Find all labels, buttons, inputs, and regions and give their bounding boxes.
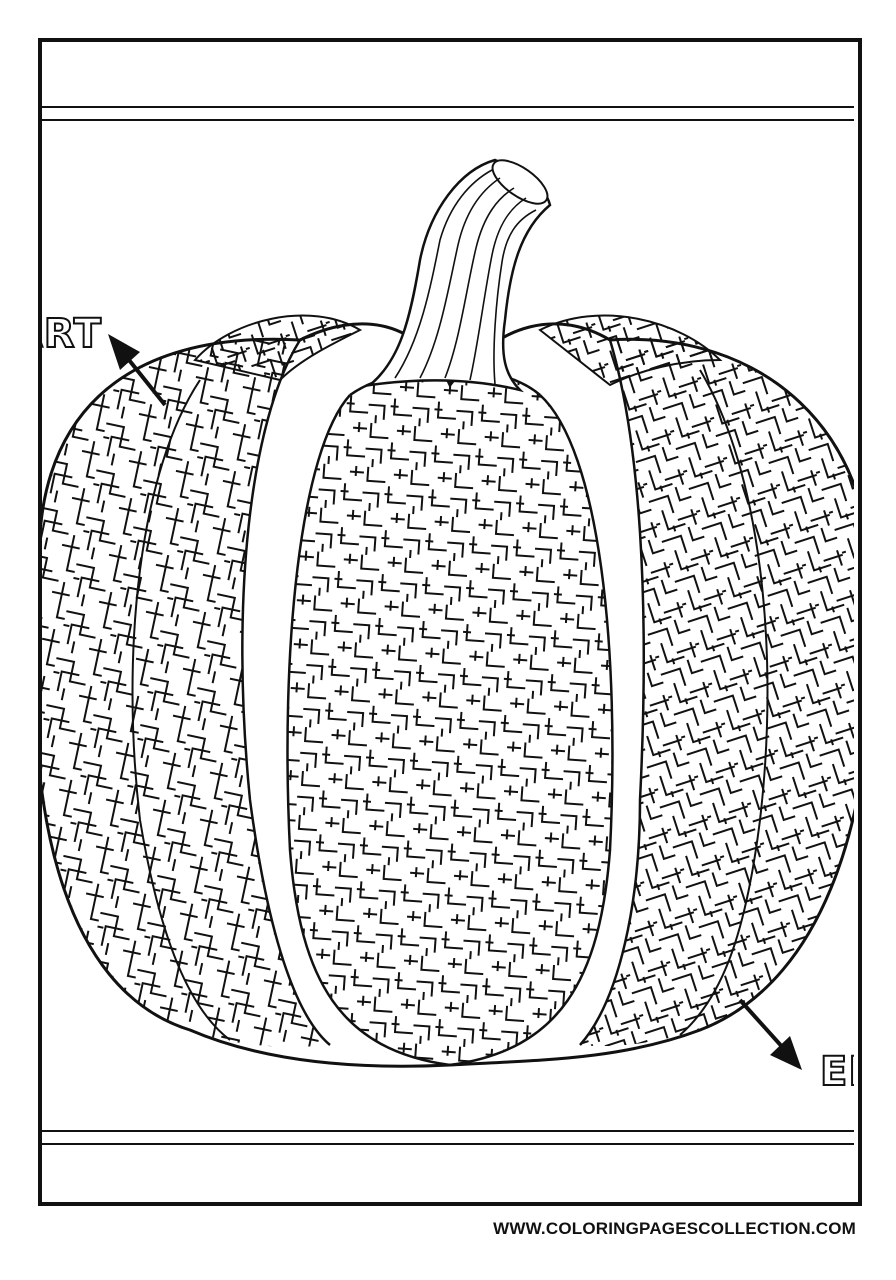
top-rule-1 <box>42 106 854 108</box>
end-arrow-icon <box>738 998 802 1070</box>
bottom-rule-2 <box>42 1143 854 1145</box>
footer-website-url: WWW.COLORINGPAGESCOLLECTION.COM <box>493 1219 856 1238</box>
start-arrow-icon <box>108 334 167 407</box>
maze-start-label: START <box>42 311 102 357</box>
pumpkin-stem <box>365 158 552 393</box>
pumpkin-maze <box>42 158 854 1070</box>
top-rule-2 <box>42 119 854 121</box>
page-border <box>38 38 862 1206</box>
bottom-rule-1 <box>42 1130 854 1132</box>
maze-end-label: END <box>819 1049 854 1095</box>
